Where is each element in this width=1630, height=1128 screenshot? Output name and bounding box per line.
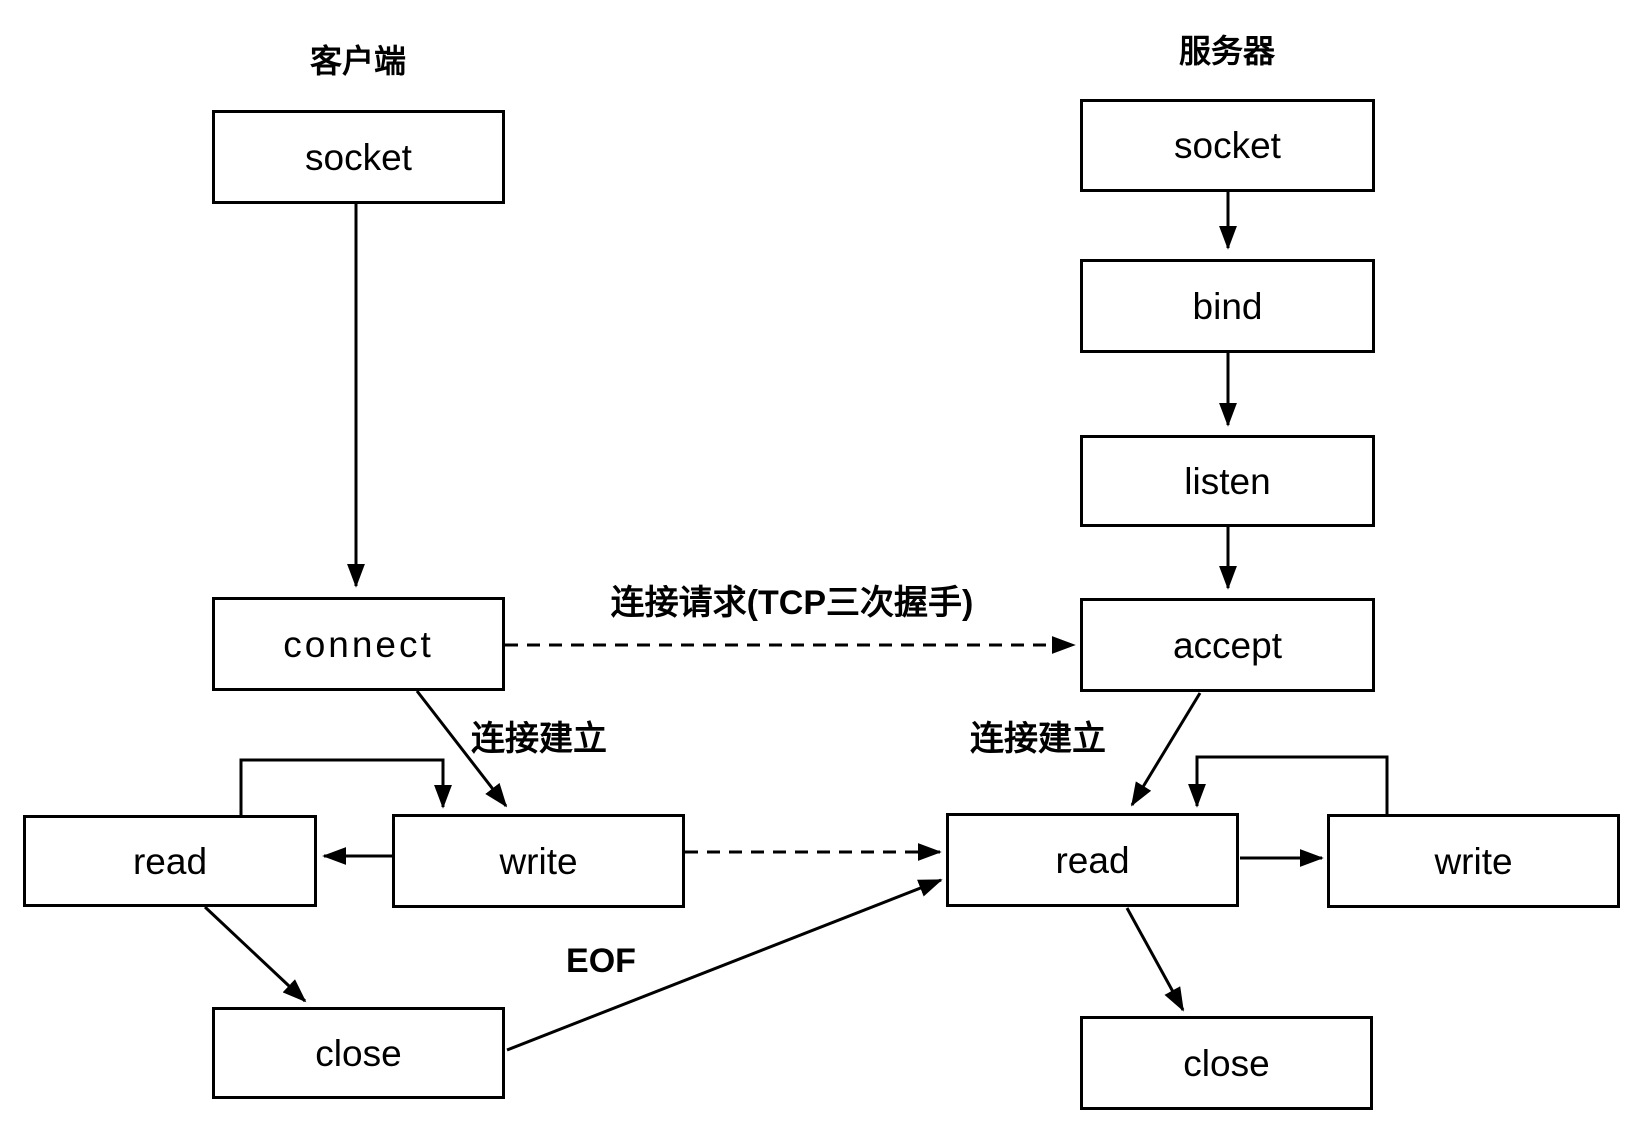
edge-accept-to-server-read [1130,692,1202,807]
edge-server-read-to-close [1125,907,1185,1012]
node-server-close: close [1080,1016,1373,1110]
node-client-socket: socket [212,110,505,204]
node-server-bind: bind [1080,259,1375,353]
label-connect-request: 连接请求(TCP三次握手) [610,584,974,622]
edge-client-read-write-loop [239,758,452,815]
node-client-write: write [392,814,685,908]
node-client-close: close [212,1007,505,1099]
node-server-accept: accept [1080,598,1375,692]
node-server-read: read [946,813,1239,907]
label-connection-established-client: 连接建立 [471,720,607,758]
edge-eof-close-to-server-read [506,878,943,1052]
label-connection-established-server: 连接建立 [970,720,1106,758]
node-client-read: read [23,815,317,907]
edge-connect-to-client-write [415,690,508,808]
node-client-connect: connect [212,597,505,691]
edge-client-read-to-close [203,905,307,1003]
server-column-title: 服务器 [1178,33,1276,69]
node-server-write: write [1327,814,1620,908]
edge-server-write-read-loop [1188,755,1389,814]
label-eof: EOF [566,942,636,980]
client-column-title: 客户端 [309,43,407,79]
node-server-listen: listen [1080,435,1375,527]
node-server-socket: socket [1080,99,1375,192]
